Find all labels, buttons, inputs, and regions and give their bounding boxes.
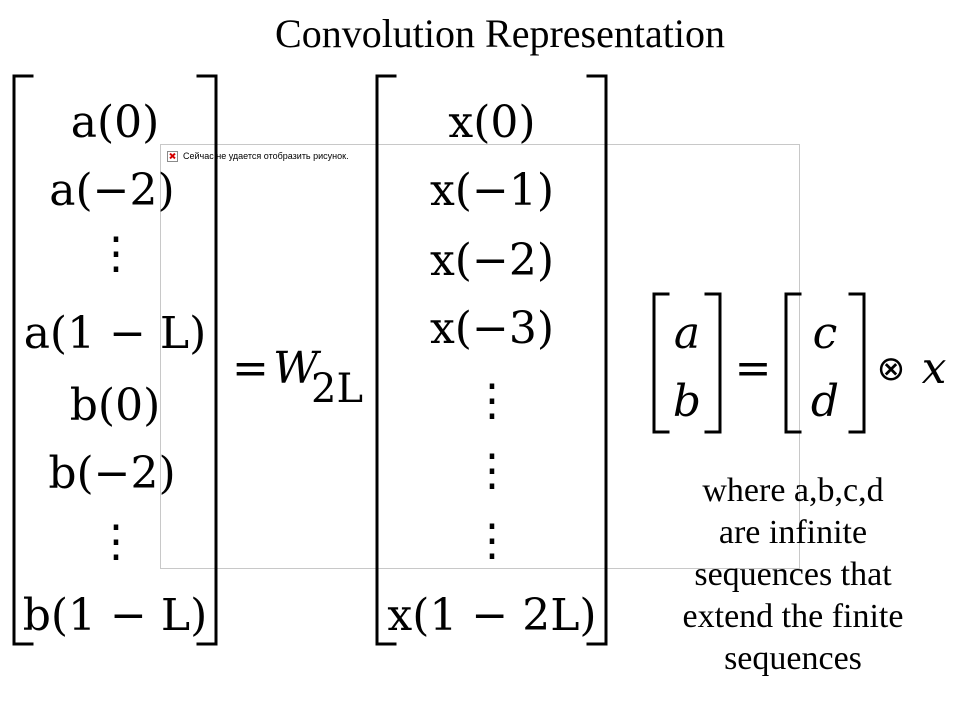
right-entry-x-1: x(−1) bbox=[430, 165, 554, 216]
left-vector-close-bracket bbox=[196, 74, 218, 646]
right-entry-x-3: x(−3) bbox=[430, 303, 554, 354]
caption-line: extend the finite bbox=[682, 598, 904, 635]
left-vdots-1: ⋮ bbox=[94, 228, 138, 279]
main-equals-sign: = bbox=[232, 343, 269, 394]
placeholder-message: Сейчас не удается отобразить рисунок. bbox=[183, 151, 349, 161]
left-entry-a1-l: a(1 − L) bbox=[24, 308, 207, 359]
image-placeholder: Сейчас не удается отобразить рисунок. bbox=[160, 144, 800, 569]
rhs-close-bracket bbox=[848, 292, 866, 434]
right-entry-x-2: x(−2) bbox=[430, 235, 554, 286]
variable-x: x bbox=[922, 343, 947, 394]
slide-title: Convolution Representation bbox=[275, 11, 725, 56]
left-entry-b0: b(0) bbox=[70, 380, 161, 431]
right-vdots-1: ⋮ bbox=[470, 375, 514, 426]
rhs-entry-c: c bbox=[813, 308, 838, 359]
left-entry-b1-l: b(1 − L) bbox=[23, 590, 208, 641]
lhs-entry-b: b bbox=[673, 376, 701, 427]
caption-line: sequences bbox=[724, 640, 862, 677]
left-vector-open-bracket bbox=[12, 74, 34, 646]
right-entry-x1-2l: x(1 − 2L) bbox=[387, 590, 596, 641]
left-vdots-2: ⋮ bbox=[94, 516, 138, 567]
right-vdots-2: ⋮ bbox=[470, 445, 514, 496]
caption-line: sequences that bbox=[694, 556, 892, 593]
left-entry-a-2: a(−2) bbox=[49, 165, 174, 216]
operator-w: W bbox=[273, 343, 322, 394]
left-entry-b-2: b(−2) bbox=[48, 448, 175, 499]
small-equals-sign: = bbox=[735, 343, 772, 394]
caption-line: where a,b,c,d bbox=[702, 472, 884, 509]
right-vector-close-bracket bbox=[586, 74, 608, 646]
rhs-open-bracket bbox=[784, 292, 802, 434]
lhs-open-bracket bbox=[652, 292, 670, 434]
lhs-close-bracket bbox=[704, 292, 722, 434]
left-entry-a0: a(0) bbox=[71, 97, 160, 148]
convolution-operator: ⊗ bbox=[877, 349, 906, 389]
caption-text: where a,b,c,d are infinite sequences tha… bbox=[640, 470, 946, 680]
operator-subscript: 2L bbox=[311, 366, 363, 412]
rhs-entry-d: d bbox=[811, 376, 839, 427]
lhs-entry-a: a bbox=[674, 308, 700, 359]
caption-line: are infinite bbox=[718, 514, 868, 551]
right-entry-x0: x(0) bbox=[448, 97, 535, 148]
right-vector-open-bracket bbox=[375, 74, 397, 646]
broken-image-icon bbox=[167, 151, 178, 162]
right-vdots-3: ⋮ bbox=[470, 515, 514, 566]
